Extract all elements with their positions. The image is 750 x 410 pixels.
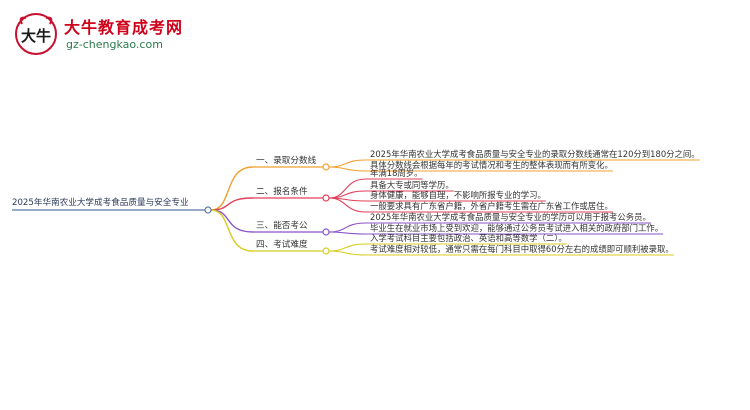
leaf-text-4-2: 考试难度相对较低，通常只需在每门科目中取得60分左右的成绩即可顺利被录取。 bbox=[370, 244, 674, 254]
leaf-link-3-2 bbox=[328, 231, 367, 235]
bull-logo-icon: 大牛 bbox=[15, 13, 57, 55]
branch-node-4 bbox=[322, 247, 330, 255]
brand-url: gz-chengkao.com bbox=[66, 38, 163, 51]
leaf-text-2-4: 一般要求具有广东省户籍，外省户籍考生需在广东省工作或居住。 bbox=[370, 201, 613, 211]
leaf-text-2-2: 具备大专或同等学历。 bbox=[370, 180, 454, 190]
root-topic: 2025年华南农业大学成考食品质量与安全专业 bbox=[12, 198, 189, 208]
branch-link-3 bbox=[210, 209, 254, 233]
site-logo[interactable]: 大牛 大牛教育成考网 gz-chengkao.com bbox=[14, 12, 214, 56]
leaf-link-3-1 bbox=[328, 222, 367, 233]
root-node bbox=[204, 206, 212, 214]
branch-label-3: 三、能否考公 bbox=[256, 221, 308, 231]
brand-title: 大牛教育成考网 bbox=[64, 18, 184, 37]
branch-label-1: 一、录取分数线 bbox=[256, 156, 317, 166]
branch-link-4 bbox=[210, 209, 254, 252]
leaf-text-4-1: 入学考试科目主要包括政治、英语和高等数学（二）。 bbox=[370, 233, 567, 243]
mind-map-links bbox=[12, 159, 700, 256]
leaf-text-3-2: 毕业生在就业市场上受到欢迎，能够通过公务员考试进入相关的政府部门工作。 bbox=[370, 223, 664, 233]
leaf-link-1-1 bbox=[328, 159, 367, 168]
leaf-text-2-3: 身体健康，能够自理，不影响所报专业的学习。 bbox=[370, 190, 546, 200]
branch-label-4: 四、考试难度 bbox=[256, 240, 308, 250]
leaf-link-4-2 bbox=[328, 250, 367, 256]
branch-label-2: 二、报名条件 bbox=[256, 187, 308, 197]
leaf-link-2-4 bbox=[328, 197, 367, 213]
mind-map-nodes bbox=[204, 163, 330, 255]
leaf-text-3-1: 2025年华南农业大学成考食品质量与安全专业的学历可以用于报考公务员。 bbox=[370, 212, 651, 222]
leaf-link-4-1 bbox=[328, 243, 367, 252]
leaf-text-2-1: 年满18周岁。 bbox=[370, 168, 423, 178]
logo-mark-text: 大牛 bbox=[21, 27, 51, 45]
branch-node-2 bbox=[322, 194, 330, 202]
leaf-text-1-1: 2025年华南农业大学成考食品质量与安全专业的录取分数线通常在120分到180分… bbox=[370, 149, 700, 159]
branch-node-1 bbox=[322, 163, 330, 171]
branch-link-1 bbox=[210, 166, 254, 211]
leaf-link-2-1 bbox=[328, 178, 367, 199]
leaf-link-1-2 bbox=[328, 166, 367, 172]
branch-node-3 bbox=[322, 228, 330, 236]
leaf-text-1-2: 具体分数线会根据每年的考试情况和考生的整体表现而有所变化。 bbox=[370, 160, 613, 170]
branch-link-2 bbox=[210, 197, 254, 211]
